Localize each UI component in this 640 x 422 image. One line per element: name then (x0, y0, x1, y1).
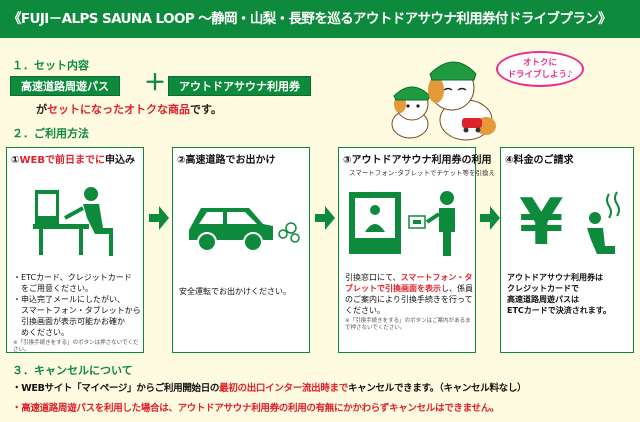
arrow-right-icon (480, 206, 500, 230)
section-set-contents-heading: １．セット内容 (12, 59, 89, 72)
mascot-dogs-illustration (391, 61, 496, 141)
set-description: がセットになったオトクな商品です。 (36, 103, 222, 116)
step-4-title: ④料金のご請求 (505, 155, 574, 166)
car-icon (189, 208, 300, 252)
step-1-instructions: ・ETCカード、クレジットカード をご用意ください。 ・申込完了メールにしたがい… (13, 273, 141, 353)
section-usage-heading: ２．ご利用方法 (12, 127, 89, 140)
plus-sign: ＋ (144, 71, 167, 96)
ticket-counter-icon (349, 191, 455, 256)
arrow-right-icon (149, 206, 169, 230)
step-4-billing: ④料金のご請求 ¥ アウトドアサウナ利用券は クレジットカードで 高速道路周遊パ… (500, 147, 634, 353)
sauna-ticket-label: アウトドアサウナ利用券 (168, 76, 311, 96)
step-1-title: ①WEBで前日までに申込み (11, 155, 135, 166)
step-4-text: アウトドアサウナ利用券は クレジットカードで 高速道路周遊パスは ETCカードで… (507, 273, 611, 315)
section-cancel-heading: ３．キャンセルについて (12, 364, 133, 377)
step-2-title: ②高速道路でお出かけ (177, 155, 276, 166)
step-3-subtitle: スマートフォン･タブレットでチケット等を引換え (349, 169, 496, 177)
yen-payment-icon: ¥ (519, 186, 620, 260)
arrow-right-icon (315, 206, 335, 230)
step-3-title: ③アウトドアサウナ利用券の利用 (343, 155, 492, 166)
step-2-text: 安全運転でお出かけください。 (179, 287, 291, 296)
person-at-computer-icon (33, 187, 113, 256)
highway-pass-label: 高速道路周遊パス (10, 76, 120, 96)
cancel-policy-line-2: ・高速道路周遊パスを利用した場合は、アウトドアサウナ利用券の利用の有無にかかわら… (12, 403, 500, 414)
speech-bubble: オトクに ドライブしよう♪ (496, 51, 584, 87)
step-2-drive: ②高速道路でお出かけ 安全運転でお出かけください。 (172, 147, 310, 353)
cancel-policy-line-1: ・WEBサイト「マイページ」からご利用開始日の最初の出口インター流出時までキャン… (12, 383, 527, 394)
svg-text:¥: ¥ (519, 186, 564, 260)
page-title: 《FUJI－ALPS SAUNA LOOP 〜静岡・山梨・長野を巡るアウトドアサ… (0, 0, 640, 38)
step-1-apply-online: ①WEBで前日までに申込み ・ETCカード、クレジットカード をご用意ください。… (6, 147, 144, 353)
step-3-instructions: 引換窓口にて、スマートフォン・タブレットで引換画面を表示し、係員のご案内により引… (345, 273, 473, 331)
step-3-redeem-ticket: ③アウトドアサウナ利用券の利用 スマートフォン･タブレットでチケット等を引換え … (338, 147, 495, 353)
